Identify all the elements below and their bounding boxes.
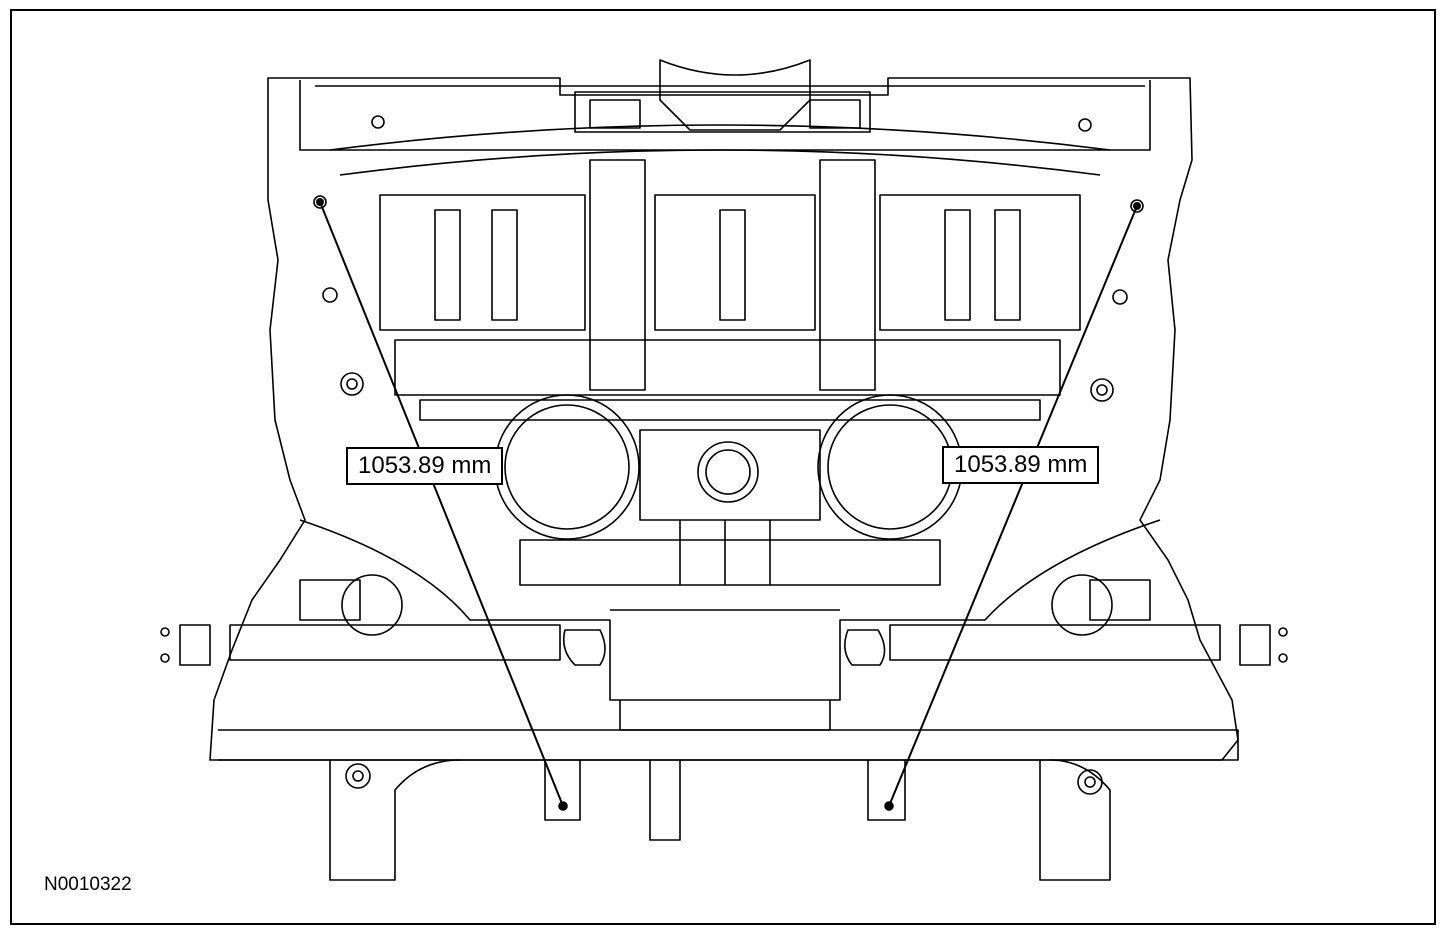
left-upper-target — [316, 198, 324, 206]
right-upper-target — [1133, 202, 1141, 210]
body-structure-drawing — [160, 59, 1288, 881]
left-dimension-label: 1053.89 mm — [346, 447, 504, 485]
left-lower-target — [559, 802, 567, 810]
right-dimension-label: 1053.89 mm — [942, 446, 1100, 484]
drawing-border — [10, 9, 1436, 925]
right-diagonal-line — [888, 205, 1138, 807]
right-lower-target — [885, 802, 893, 810]
figure-id: N0010322 — [44, 874, 132, 895]
left-diagonal-line — [319, 201, 564, 807]
